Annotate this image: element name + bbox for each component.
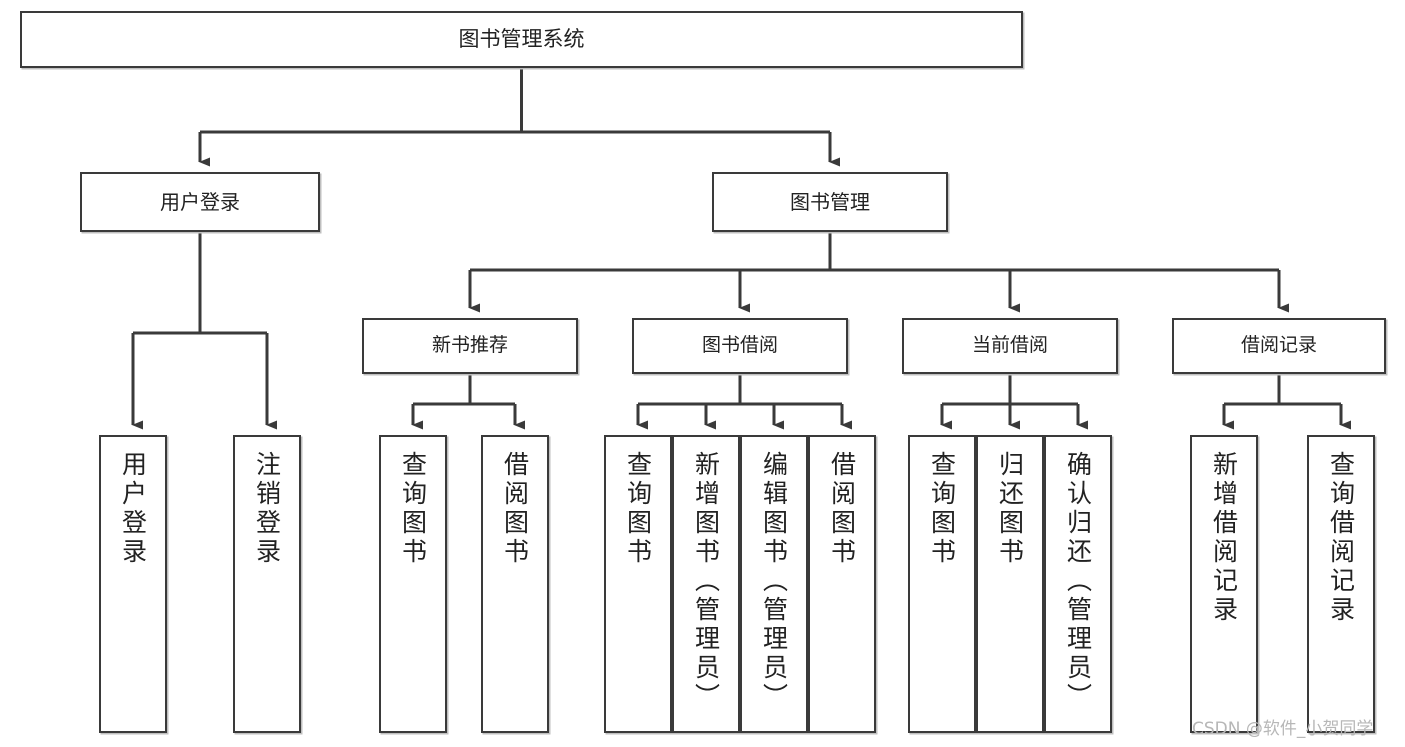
node-label: 新增借阅记录 bbox=[1209, 451, 1239, 625]
node-label: 图书管理系统 bbox=[458, 27, 585, 52]
leaf-logout[interactable]: 注销登录 bbox=[233, 435, 301, 733]
node-label: 图书借阅 bbox=[701, 334, 778, 357]
node-label: 查询图书 bbox=[927, 451, 957, 567]
watermark-text: CSDN @软件_小贺同学 bbox=[1192, 719, 1374, 739]
leaf-borrow-book[interactable]: 借阅图书 bbox=[808, 435, 876, 733]
leaf-query-book-current[interactable]: 查询图书 bbox=[908, 435, 976, 733]
node-label: 查询图书 bbox=[398, 451, 428, 567]
node-label: 确认归还（管理员） bbox=[1063, 451, 1093, 712]
node-new-book-recommend[interactable]: 新书推荐 bbox=[362, 318, 578, 374]
node-book-management[interactable]: 图书管理 bbox=[712, 172, 948, 232]
node-root-system[interactable]: 图书管理系统 bbox=[20, 11, 1023, 68]
leaf-query-book-recommend[interactable]: 查询图书 bbox=[379, 435, 447, 733]
node-label: 借阅图书 bbox=[827, 451, 857, 567]
node-label: 当前借阅 bbox=[971, 334, 1048, 357]
leaf-add-borrow-record[interactable]: 新增借阅记录 bbox=[1190, 435, 1258, 733]
node-label: 查询借阅记录 bbox=[1326, 451, 1356, 625]
node-label: 查询图书 bbox=[623, 451, 653, 567]
node-label: 新书推荐 bbox=[431, 334, 508, 357]
node-label: 注销登录 bbox=[252, 451, 282, 567]
node-label: 归还图书 bbox=[995, 451, 1025, 567]
leaf-user-login[interactable]: 用户登录 bbox=[99, 435, 167, 733]
node-label: 借阅图书 bbox=[500, 451, 530, 567]
leaf-borrow-book-recommend[interactable]: 借阅图书 bbox=[481, 435, 549, 733]
leaf-add-book-admin[interactable]: 新增图书（管理员） bbox=[672, 435, 740, 733]
node-label: 借阅记录 bbox=[1240, 334, 1317, 357]
leaf-edit-book-admin[interactable]: 编辑图书（管理员） bbox=[740, 435, 808, 733]
node-book-borrow[interactable]: 图书借阅 bbox=[632, 318, 848, 374]
leaf-confirm-return-admin[interactable]: 确认归还（管理员） bbox=[1044, 435, 1112, 733]
node-borrow-record[interactable]: 借阅记录 bbox=[1172, 318, 1386, 374]
node-user-login[interactable]: 用户登录 bbox=[80, 172, 320, 232]
node-label: 图书管理 bbox=[790, 189, 870, 214]
node-label: 用户登录 bbox=[160, 189, 240, 214]
leaf-query-book[interactable]: 查询图书 bbox=[604, 435, 672, 733]
node-label: 新增图书（管理员） bbox=[691, 451, 721, 712]
node-label: 编辑图书（管理员） bbox=[759, 451, 789, 712]
leaf-query-borrow-record[interactable]: 查询借阅记录 bbox=[1307, 435, 1375, 733]
leaf-return-book[interactable]: 归还图书 bbox=[976, 435, 1044, 733]
node-current-borrow[interactable]: 当前借阅 bbox=[902, 318, 1118, 374]
node-label: 用户登录 bbox=[118, 451, 148, 567]
